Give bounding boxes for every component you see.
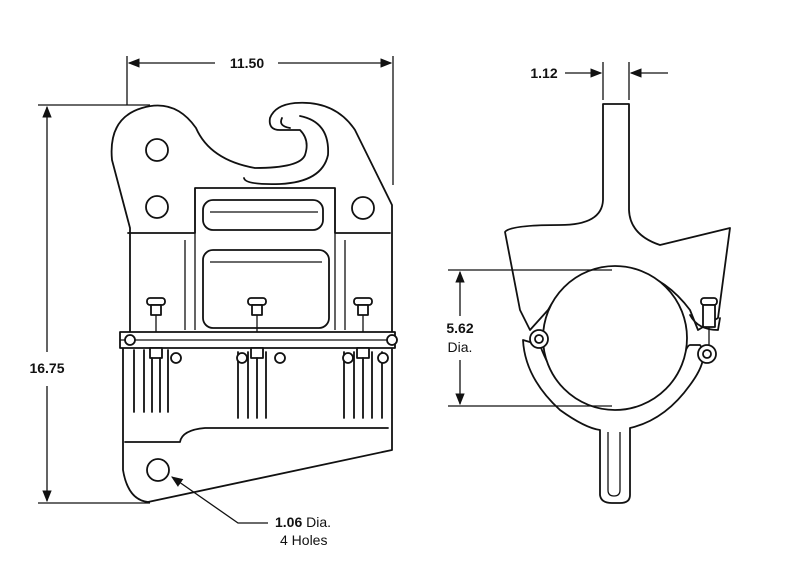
side-bore [542,265,688,411]
dim-width-label: 11.50 [230,55,264,71]
front-hole-bottom [146,458,170,482]
front-lower-flange [124,427,389,443]
dimension-width: 11.50 [126,55,394,185]
front-inner-frame [127,187,391,234]
dimension-hole: 1.06 Dia. 4 Holes [171,476,331,548]
side-view [504,103,731,504]
dimension-bore: 5.62 Dia. [446,269,612,407]
dim-hole-label: 1.06 Dia. [275,514,331,530]
side-bolt [697,297,718,364]
front-upper-slot [202,199,324,231]
dim-bore-label: 5.62 [446,320,473,336]
front-bolt-left [133,297,182,413]
front-bolt-center [236,297,286,419]
front-bolt-right [342,297,389,419]
front-hook-tip [280,117,291,129]
dim-hole-count: 4 Holes [280,532,327,548]
dimension-stem: 1.12 [530,62,668,100]
front-lower-slot [202,249,330,329]
dim-stem-label: 1.12 [530,65,557,81]
front-hole-mid-left [145,195,169,219]
front-hole-mid-right [351,196,375,220]
front-hook-inner [243,115,329,186]
dim-bore-unit: Dia. [448,339,473,355]
dim-height-label: 16.75 [29,360,64,376]
front-hole-upper-left [145,138,169,162]
dimension-height: 16.75 [29,104,150,504]
front-view [110,101,398,503]
